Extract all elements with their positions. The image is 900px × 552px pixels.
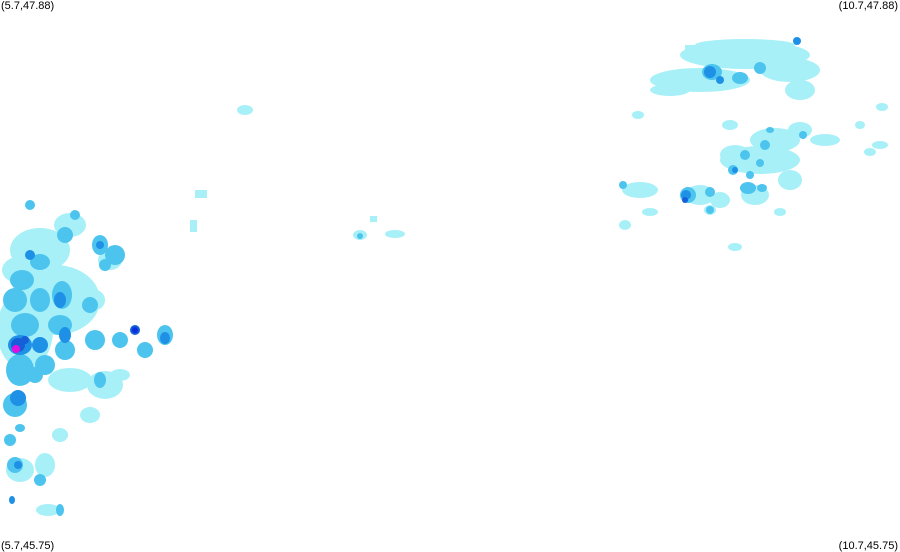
corner-label-bottom-left: (5.7,45.75) bbox=[1, 540, 55, 552]
precip-cell bbox=[793, 37, 801, 45]
precip-cell bbox=[756, 159, 764, 167]
precip-cell bbox=[56, 504, 64, 516]
precip-cell bbox=[9, 496, 15, 504]
precip-cell bbox=[112, 332, 128, 348]
precip-cell bbox=[94, 372, 106, 388]
precip-cell bbox=[137, 342, 153, 358]
precip-cell bbox=[36, 504, 60, 516]
precip-cell bbox=[685, 45, 705, 55]
precip-cell bbox=[195, 190, 207, 198]
precip-cell bbox=[757, 184, 767, 192]
precip-cell bbox=[622, 182, 658, 198]
precip-cell bbox=[720, 145, 750, 165]
precip-cell bbox=[21, 336, 29, 344]
precip-cell bbox=[619, 181, 627, 189]
precip-cell bbox=[732, 72, 748, 84]
precip-cell bbox=[710, 192, 730, 208]
precip-cell bbox=[11, 313, 39, 337]
precip-cell bbox=[642, 208, 658, 216]
precip-cell bbox=[105, 245, 125, 265]
precip-cell bbox=[706, 206, 714, 214]
precip-cell bbox=[695, 39, 795, 51]
precip-cell bbox=[160, 332, 170, 344]
corner-label-top-left: (5.7,47.88) bbox=[1, 0, 55, 12]
precip-cell bbox=[59, 327, 71, 343]
precip-cell bbox=[32, 337, 48, 353]
precip-cell bbox=[705, 187, 715, 197]
precip-cell bbox=[99, 259, 111, 271]
precip-cell bbox=[864, 148, 876, 156]
precip-cell bbox=[85, 330, 105, 350]
precip-cell bbox=[14, 461, 22, 469]
precip-cell bbox=[799, 131, 807, 139]
precip-cell bbox=[30, 254, 50, 270]
precip-cell bbox=[785, 80, 815, 100]
precip-cell bbox=[682, 197, 688, 203]
precip-cell bbox=[190, 220, 197, 232]
precip-cell bbox=[774, 208, 786, 216]
precip-cell bbox=[632, 111, 644, 119]
precip-cell bbox=[80, 407, 100, 423]
precip-cell bbox=[25, 200, 35, 210]
precip-cell bbox=[704, 66, 716, 78]
precip-cell bbox=[722, 120, 738, 130]
precip-cell bbox=[876, 103, 888, 111]
precip-cell bbox=[82, 297, 98, 313]
precip-cell bbox=[728, 243, 742, 251]
precip-cell bbox=[30, 288, 50, 312]
precip-cell bbox=[55, 340, 75, 360]
precip-cell bbox=[52, 428, 68, 442]
precip-cell bbox=[740, 182, 756, 194]
precip-cell bbox=[132, 327, 138, 333]
precip-cell bbox=[619, 220, 631, 230]
precip-cell bbox=[754, 62, 766, 74]
precip-cell bbox=[746, 171, 754, 179]
precip-cell bbox=[810, 134, 840, 146]
precip-cell bbox=[54, 292, 66, 308]
precip-cell bbox=[778, 170, 802, 190]
corner-label-bottom-right: (10.7,45.75) bbox=[838, 540, 898, 552]
precip-cell bbox=[35, 453, 55, 477]
precip-cell bbox=[370, 216, 377, 222]
precip-cell bbox=[716, 76, 724, 84]
precip-cell bbox=[15, 424, 25, 432]
precip-cell bbox=[10, 270, 34, 290]
precip-cell bbox=[357, 233, 363, 239]
precip-cell bbox=[57, 227, 73, 243]
precip-cell bbox=[766, 127, 774, 133]
precip-cell bbox=[855, 121, 865, 129]
precip-cell bbox=[25, 250, 35, 260]
precip-cell bbox=[27, 367, 43, 383]
precip-cell bbox=[96, 241, 104, 249]
precip-cell bbox=[12, 345, 20, 353]
precip-cell bbox=[760, 140, 770, 150]
precip-cell bbox=[6, 354, 34, 386]
precip-cell bbox=[237, 105, 253, 115]
precip-cell bbox=[650, 84, 690, 96]
precip-cell bbox=[110, 369, 130, 381]
precip-cell bbox=[872, 141, 888, 149]
precip-cell bbox=[740, 150, 750, 160]
precip-cell bbox=[385, 230, 405, 238]
precip-cell bbox=[3, 288, 27, 312]
precip-cell bbox=[760, 58, 820, 82]
precip-cell bbox=[10, 390, 26, 406]
precip-cell bbox=[4, 434, 16, 446]
precip-cell bbox=[732, 167, 738, 173]
corner-label-top-right: (10.7,47.88) bbox=[838, 0, 898, 12]
precip-cell bbox=[48, 368, 92, 392]
precip-cell bbox=[34, 474, 46, 486]
precip-cell bbox=[70, 210, 80, 220]
